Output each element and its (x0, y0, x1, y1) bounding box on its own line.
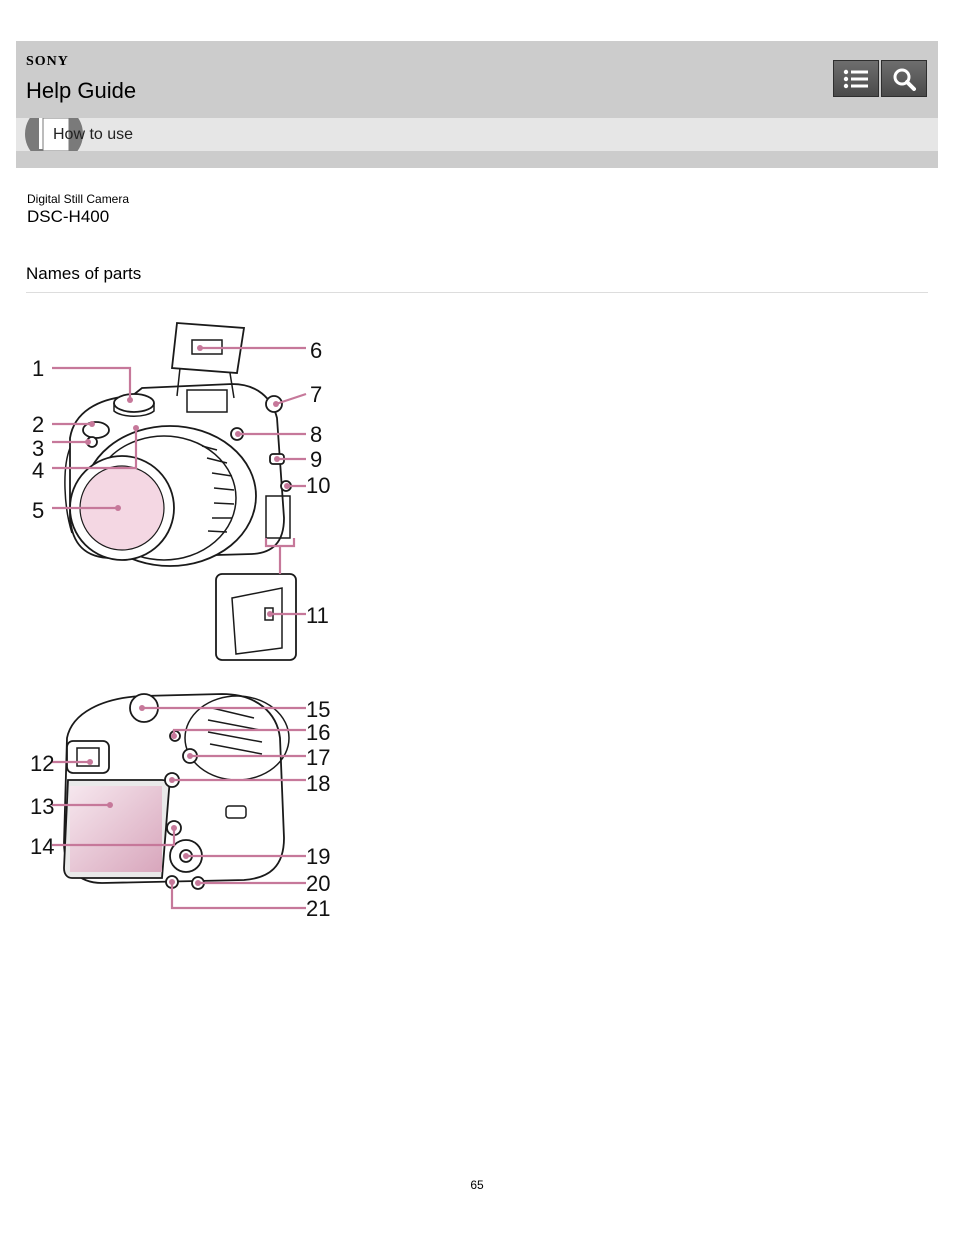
label-8: 8 (310, 422, 322, 447)
help-guide-title[interactable]: Help Guide (26, 78, 137, 103)
label-6: 6 (310, 338, 322, 363)
page-number: 65 (470, 1178, 484, 1192)
product-category: Digital Still Camera (27, 192, 130, 206)
label-17: 17 (306, 745, 330, 770)
header: SONY Help Guide How to use (16, 41, 938, 168)
search-button[interactable] (881, 60, 927, 97)
divider (26, 292, 928, 293)
magnifier-icon (893, 68, 916, 91)
label-12: 12 (30, 751, 54, 776)
camera-front-drawing (64, 322, 297, 661)
label-7: 7 (310, 382, 322, 407)
label-5: 5 (32, 498, 44, 523)
book-icon (25, 118, 83, 151)
label-14: 14 (30, 834, 54, 859)
label-13: 13 (30, 794, 54, 819)
camera-parts-illustration: 1 2 3 4 5 6 7 8 9 10 11 (22, 318, 342, 923)
label-1: 1 (32, 356, 44, 381)
label-18: 18 (306, 771, 330, 796)
breadcrumb-bar: How to use (16, 118, 938, 151)
camera-rear-drawing (63, 693, 290, 890)
label-16: 16 (306, 720, 330, 745)
label-15: 15 (306, 697, 330, 722)
label-4: 4 (32, 458, 44, 483)
label-10: 10 (306, 473, 330, 498)
sony-logo: SONY (26, 54, 69, 69)
breadcrumb-how-to-use[interactable]: How to use (53, 126, 134, 143)
toc-button[interactable] (833, 60, 879, 97)
product-model: DSC-H400 (27, 207, 110, 226)
label-19: 19 (306, 844, 330, 869)
page-title: Names of parts (26, 264, 142, 283)
list-icon (843, 69, 868, 88)
label-3: 3 (32, 436, 44, 461)
label-9: 9 (310, 447, 322, 472)
label-11: 11 (306, 603, 329, 628)
label-20: 20 (306, 871, 330, 896)
label-2: 2 (32, 412, 44, 437)
label-21: 21 (306, 896, 330, 921)
